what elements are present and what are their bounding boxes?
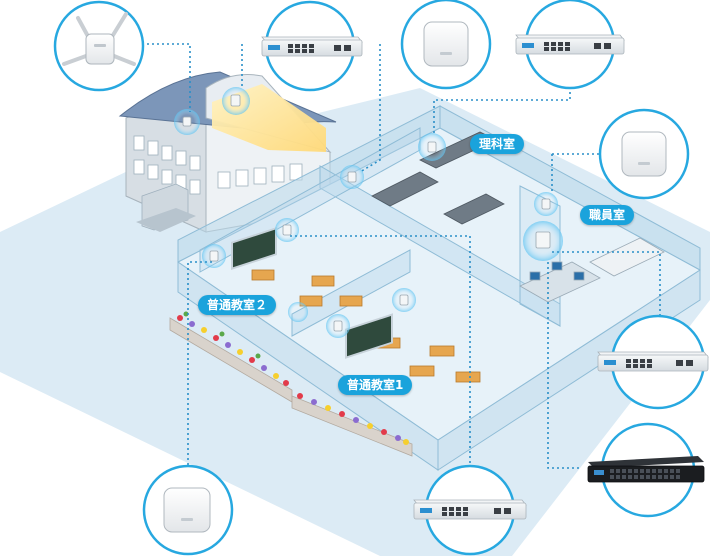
wifi-hotspots [174,87,563,338]
connection-lines [147,43,661,476]
device-circle-indoor-access-point-right[interactable] [598,108,690,200]
outdoor-access-point-icon [62,12,136,66]
room-label-classroom-2: 普通教室２ [198,295,277,315]
device-circle-switch-right[interactable] [597,314,709,410]
indoor-access-point-icon [423,21,469,67]
device-circle-switch-bottom[interactable] [413,464,527,556]
blackboard-classroom-2 [231,226,277,270]
room-label-classroom-1: 普通教室1 [338,375,413,395]
room-label-science: 理科室 [470,134,525,154]
staff-room-desks [519,237,665,303]
core-switch-icon [587,456,705,483]
blackboard-classroom-1 [345,313,393,359]
network-switch-icon [261,36,363,57]
indoor-access-point-icon [163,487,211,533]
device-circle-switch-top-right[interactable] [515,0,625,90]
network-switch-icon [597,351,709,372]
device-circle-indoor-access-point-top[interactable] [400,0,492,90]
wifi-hotspot [288,302,308,322]
room-label-staff: 職員室 [580,205,635,225]
flower-bed-left [169,311,293,403]
device-circle-indoor-access-point-bottom[interactable] [142,464,234,556]
device-circle-outdoor-access-point[interactable] [53,0,145,92]
device-circle-switch-top-left[interactable] [261,0,363,92]
network-switch-icon [515,34,625,55]
network-switch-icon [413,499,527,520]
device-circle-core-switch[interactable] [587,422,705,518]
flower-bed-right [291,393,413,457]
indoor-access-point-icon [621,131,667,177]
